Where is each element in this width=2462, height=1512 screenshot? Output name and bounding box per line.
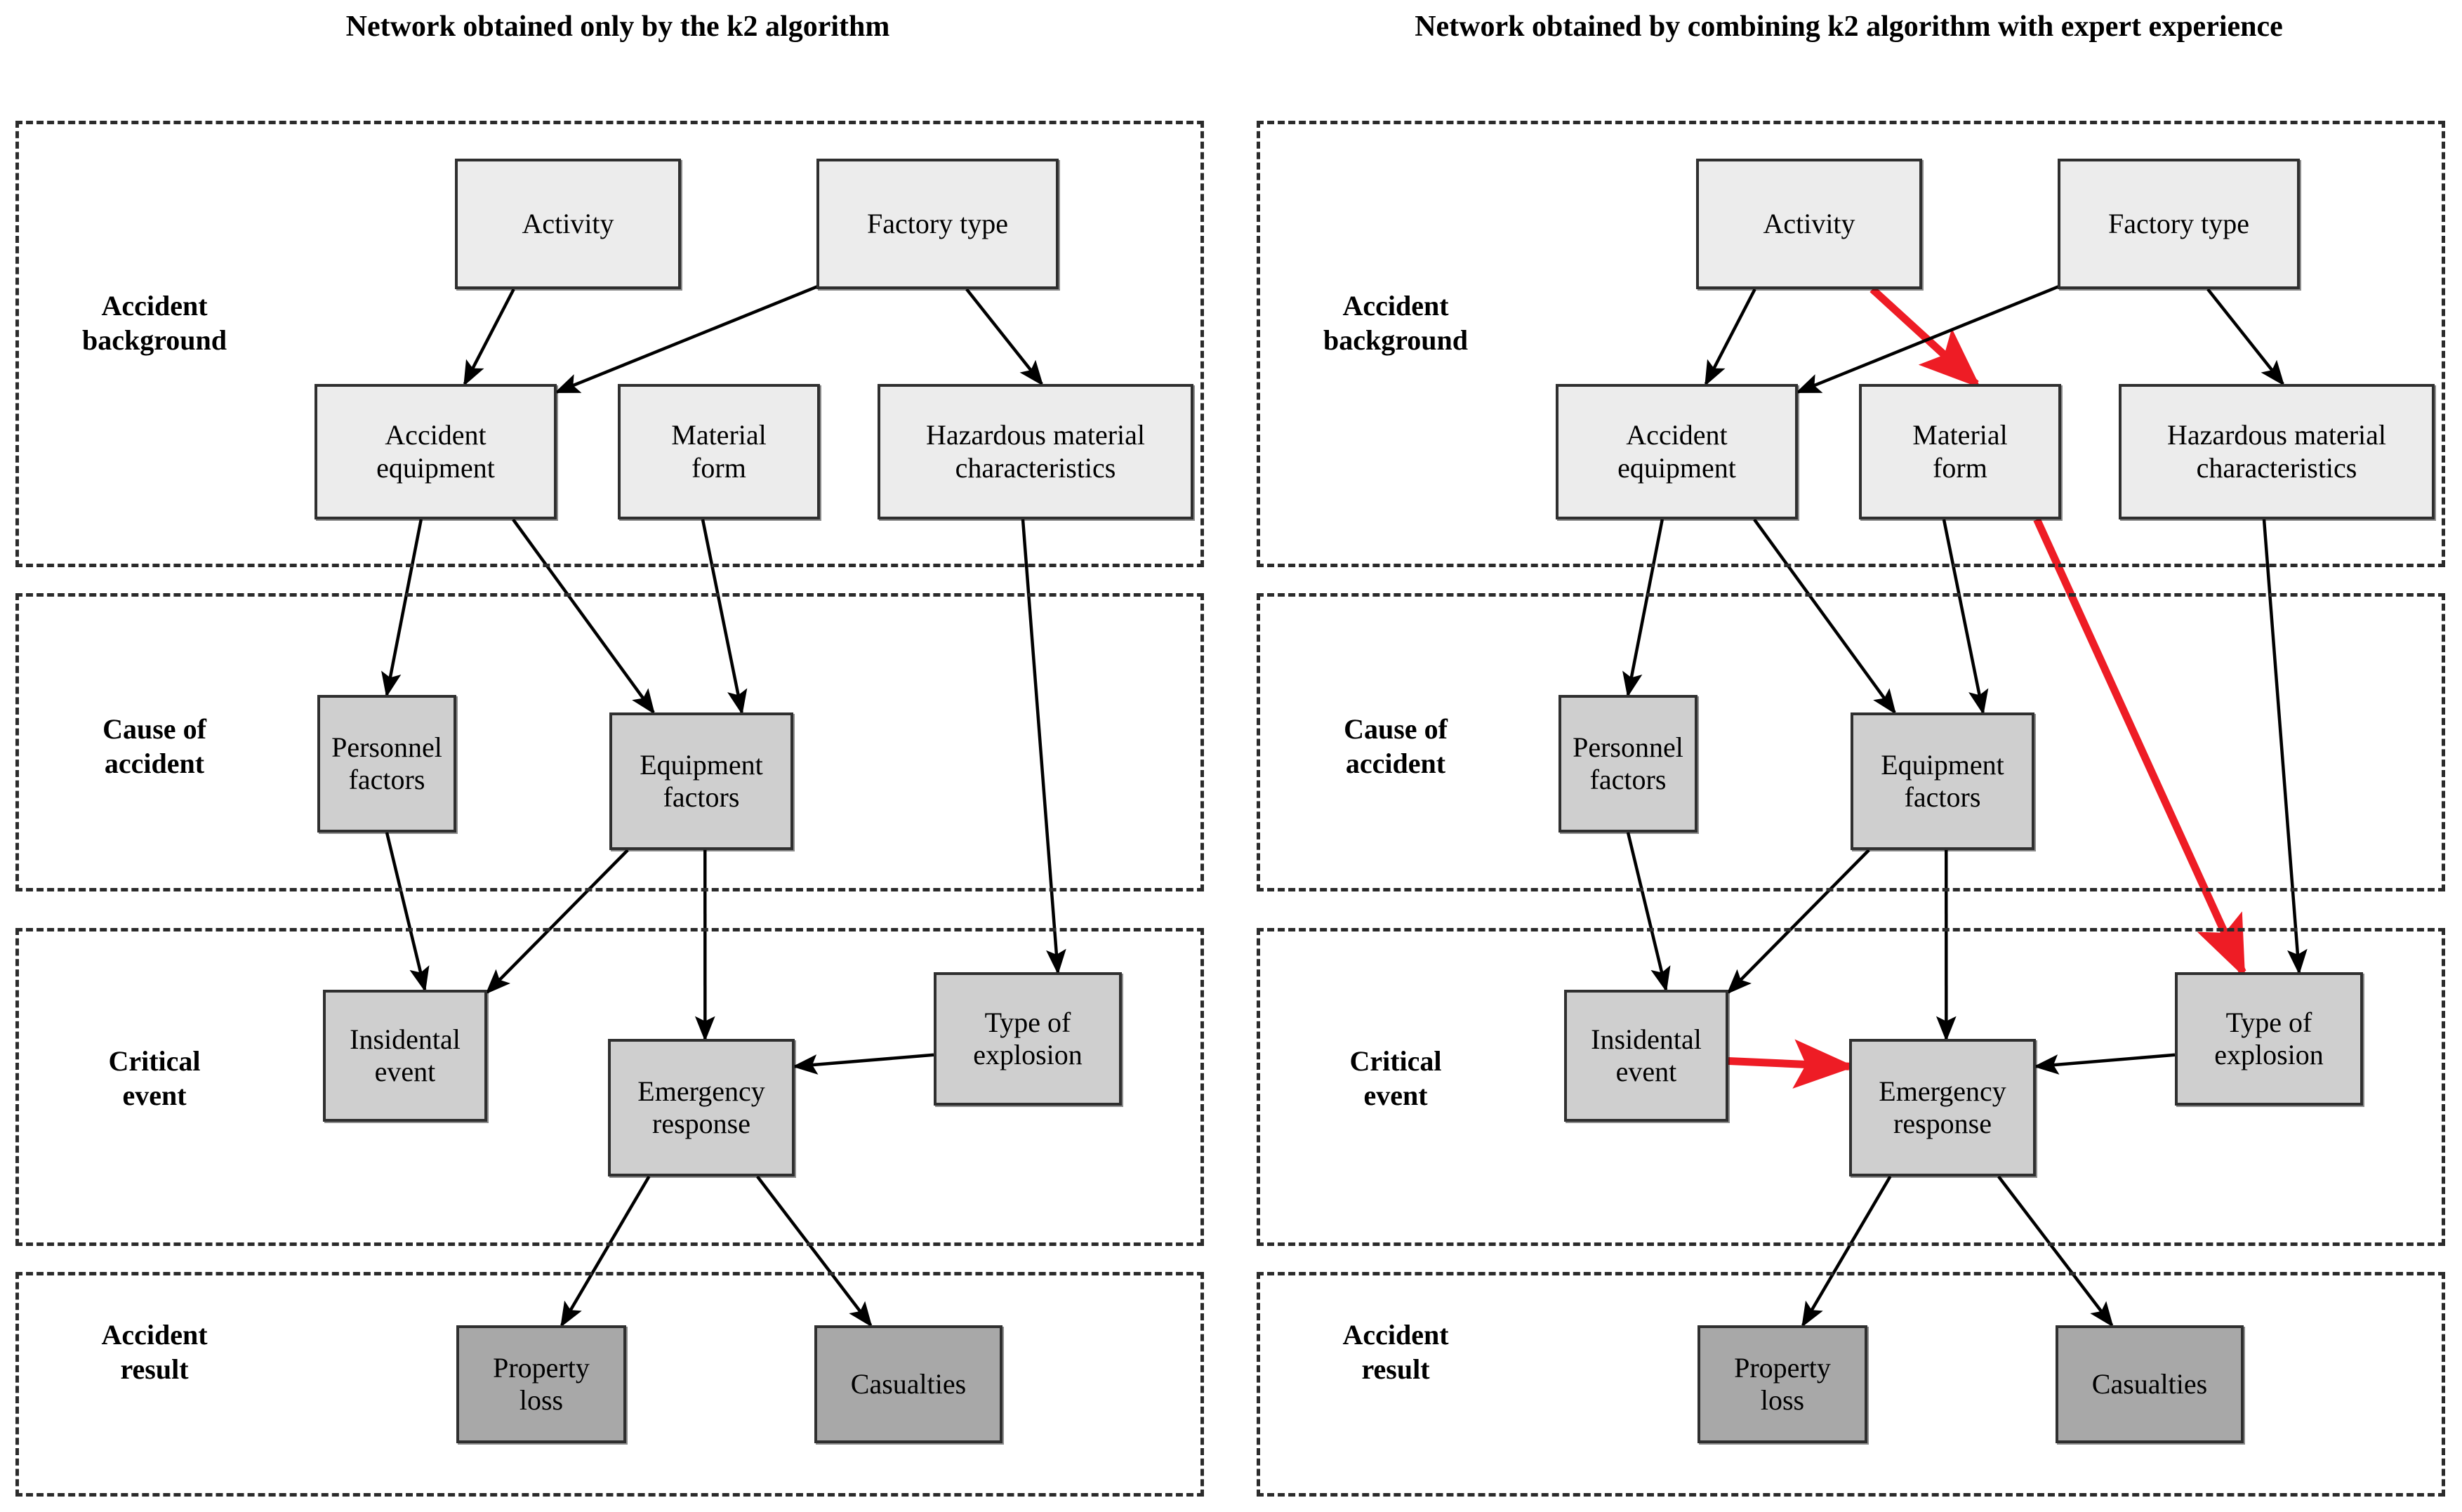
layer-container-critical-event bbox=[15, 928, 1204, 1246]
node-material-form[interactable]: Material form bbox=[618, 384, 820, 519]
layer-container-accident-result bbox=[15, 1272, 1204, 1497]
panel-title-right: Network obtained by combining k2 algorit… bbox=[1415, 11, 2283, 43]
layer-container-critical-event bbox=[1257, 928, 2445, 1246]
node-equipment-factors[interactable]: Equipment factors bbox=[609, 712, 793, 850]
node-casualties[interactable]: Casualties bbox=[814, 1325, 1002, 1443]
node-accident-equipment[interactable]: Accident equipment bbox=[315, 384, 557, 519]
node-type-of-explosion[interactable]: Type of explosion bbox=[934, 972, 1122, 1106]
node-hazardous-material-characteristics[interactable]: Hazardous material characteristics bbox=[878, 384, 1193, 519]
node-type-of-explosion[interactable]: Type of explosion bbox=[2175, 972, 2363, 1106]
layer-label-critical-event: Critical event bbox=[1349, 1045, 1442, 1111]
node-accident-equipment[interactable]: Accident equipment bbox=[1556, 384, 1798, 519]
node-activity[interactable]: Activity bbox=[455, 159, 681, 289]
layer-label-accident-background: Accident background bbox=[1323, 290, 1468, 356]
node-factory-type[interactable]: Factory type bbox=[2058, 159, 2300, 289]
layer-container-cause-of-accident bbox=[15, 593, 1204, 891]
layer-container-accident-background bbox=[1257, 121, 2445, 567]
layer-label-accident-result: Accident result bbox=[1342, 1319, 1449, 1385]
node-emergency-response[interactable]: Emergency response bbox=[1849, 1039, 2036, 1176]
layer-container-accident-background bbox=[15, 121, 1204, 567]
node-property-loss[interactable]: Property loss bbox=[1697, 1325, 1867, 1443]
node-material-form[interactable]: Material form bbox=[1859, 384, 2061, 519]
node-insidental-event[interactable]: Insidental event bbox=[1564, 990, 1728, 1122]
node-casualties[interactable]: Casualties bbox=[2056, 1325, 2244, 1443]
node-personnel-factors[interactable]: Personnel factors bbox=[1558, 695, 1697, 833]
layer-label-accident-result: Accident result bbox=[101, 1319, 208, 1385]
layer-container-accident-result bbox=[1257, 1272, 2445, 1497]
layer-label-cause-of-accident: Cause of accident bbox=[1344, 713, 1448, 779]
node-equipment-factors[interactable]: Equipment factors bbox=[1851, 712, 2034, 850]
node-activity[interactable]: Activity bbox=[1696, 159, 1922, 289]
layer-label-critical-event: Critical event bbox=[108, 1045, 201, 1111]
node-factory-type[interactable]: Factory type bbox=[816, 159, 1059, 289]
layer-label-cause-of-accident: Cause of accident bbox=[102, 713, 206, 779]
layer-label-accident-background: Accident background bbox=[81, 290, 227, 356]
node-emergency-response[interactable]: Emergency response bbox=[608, 1039, 795, 1176]
node-insidental-event[interactable]: Insidental event bbox=[323, 990, 487, 1122]
panel-title-left: Network obtained only by the k2 algorith… bbox=[345, 11, 890, 43]
layer-container-cause-of-accident bbox=[1257, 593, 2445, 891]
node-personnel-factors[interactable]: Personnel factors bbox=[317, 695, 456, 833]
node-hazardous-material-characteristics[interactable]: Hazardous material characteristics bbox=[2119, 384, 2435, 519]
node-property-loss[interactable]: Property loss bbox=[456, 1325, 626, 1443]
